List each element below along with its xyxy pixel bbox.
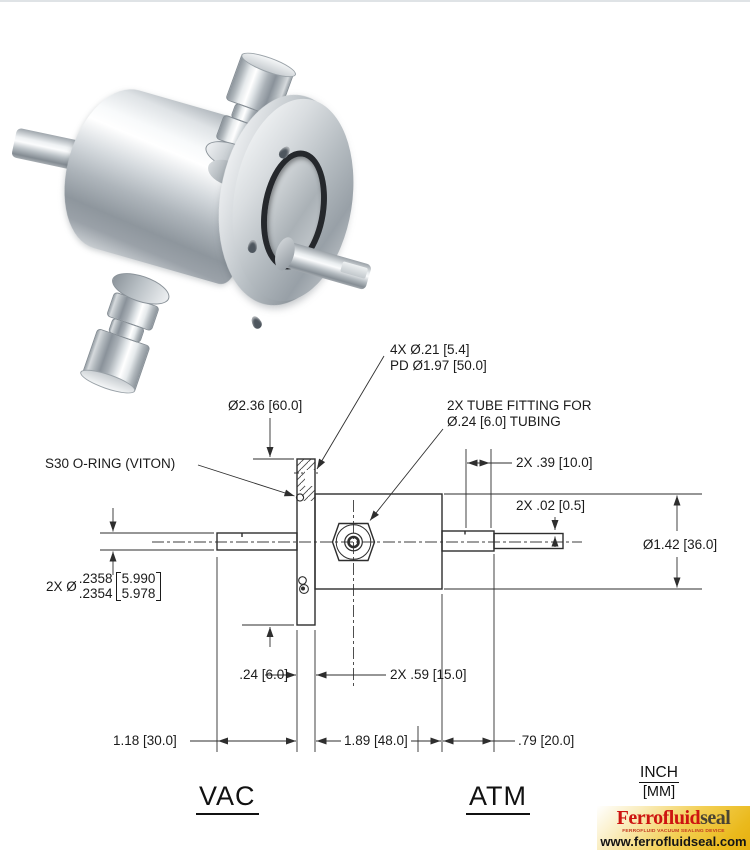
callout-bolt-holes: 4X Ø.21 [5.4] PD Ø1.97 [50.0] [390, 342, 487, 374]
tolerance-mm-low: 5.978 [121, 585, 156, 601]
callout-tube-fitting-line1: 2X TUBE FITTING FOR [447, 398, 592, 413]
brand-wordmark-dark: seal [700, 807, 731, 829]
dim-flange-diameter: Ø2.36 [60.0] [228, 398, 303, 413]
bracket-right [156, 572, 162, 601]
brand-wordmark-red: Ferrofluid [616, 807, 701, 829]
brand-tagline: FERROFLUID VACUUM SEALING DEVICE [622, 828, 725, 834]
dim-fitting-center: 2X .59 [15.0] [390, 667, 467, 682]
dim-shaft-step: 2X .02 [0.5] [516, 498, 586, 513]
section-hatching [297, 459, 315, 501]
dim-left-shaft-length: 1.18 [30.0] [113, 733, 177, 748]
label-vacuum-side: VAC [196, 781, 259, 815]
tolerance-mm-high: 5.990 [121, 571, 156, 586]
dim-flange-thickness: .24 [6.0] [239, 667, 288, 682]
tolerance-prefix: 2X Ø [46, 579, 77, 594]
callout-bolt-holes-line1: 4X Ø.21 [5.4] [390, 342, 470, 357]
dim-right-shaft-length: .79 [20.0] [518, 733, 575, 748]
bracket-left [115, 572, 121, 601]
dim-fitting-offset: 2X .39 [10.0] [516, 455, 593, 470]
dim-shaft-diameter-tolerance: 2X Ø .2358 .2354 5.990 5.978 [46, 571, 162, 601]
callout-tube-fitting: 2X TUBE FITTING FOR Ø.24 [6.0] TUBING [447, 398, 592, 430]
units-mm: [MM] [642, 784, 676, 800]
brand-logo: Ferrofluidseal FERROFLUID VACUUM SEALING… [597, 806, 750, 850]
page-top-border [0, 0, 750, 2]
label-atmosphere-side: ATM [466, 781, 530, 815]
callout-tube-fitting-line2: Ø.24 [6.0] TUBING [447, 414, 561, 429]
tolerance-inch-high: .2358 [78, 571, 113, 586]
callout-bolt-holes-line2: PD Ø1.97 [50.0] [390, 358, 487, 373]
object-outline [216, 458, 564, 626]
callout-oring: S30 O-RING (VITON) [45, 456, 176, 471]
dim-body-diameter: Ø1.42 [36.0] [612, 537, 748, 553]
tolerance-inch-low: .2354 [78, 585, 113, 601]
dim-body-length: 1.89 [48.0] [341, 733, 411, 749]
brand-wordmark: Ferrofluidseal [597, 808, 750, 828]
units-note: INCH [MM] [628, 764, 690, 800]
brand-url: www.ferrofluidseal.com [600, 834, 747, 849]
units-inch: INCH [639, 764, 679, 783]
dimension-lines [100, 355, 702, 752]
